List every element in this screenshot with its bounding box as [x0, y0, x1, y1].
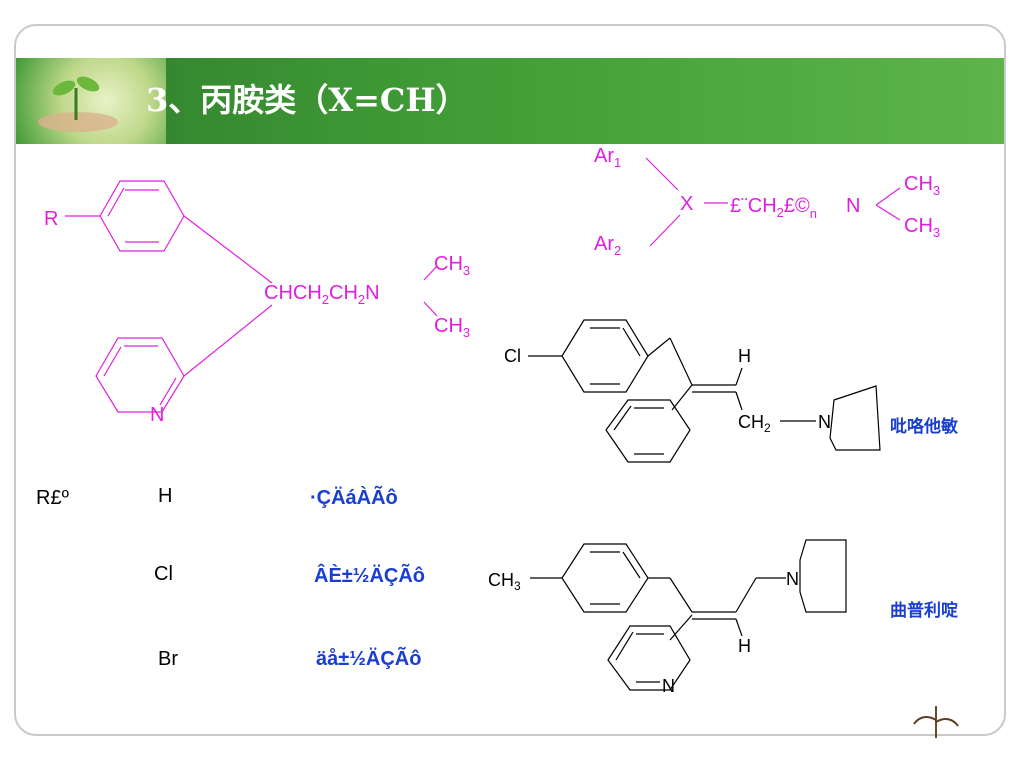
triprolidine-name: 曲普利啶 [890, 601, 958, 621]
general-chain-sub: 2 [777, 205, 784, 220]
general-n: N [846, 195, 860, 217]
chain-sub2b: 2 [358, 292, 365, 307]
page-title: 3、丙胺类（X=CH） [146, 81, 468, 119]
pyrrobutamine-cl: Cl [504, 346, 521, 366]
propylamine-chain: CHCH2CH2N [264, 282, 380, 307]
general-chain-close: £© [784, 195, 810, 217]
slide-frame: 3、丙胺类（X=CH） [14, 24, 1006, 736]
pyridine-ring-n: N [150, 404, 164, 426]
chain-ch2: CH [329, 282, 358, 304]
chain-ch: CHCH [264, 282, 322, 304]
ar2-sub: 2 [614, 243, 621, 258]
corner-plant-icon [913, 706, 959, 738]
pyridine-propylamine-structure [65, 180, 438, 413]
title-bar: 3、丙胺类（X=CH） [16, 58, 1004, 144]
substituent-h: H [158, 485, 173, 507]
x-label: X [680, 193, 693, 215]
methyl-top: CH3 [434, 253, 470, 278]
ar2-text: Ar [594, 233, 614, 255]
general-ch3-top: CH3 [904, 173, 940, 198]
general-chain-n: n [810, 206, 817, 221]
methyl-top-ch: CH [434, 253, 463, 275]
general-ch3-bottom-sub: 3 [933, 225, 940, 240]
pyrrobutamine-n: N [818, 412, 831, 432]
ar2-label: Ar2 [594, 233, 621, 258]
drug-name-brompheniramine: äå±½ÄÇÃô [316, 648, 422, 670]
general-ch3-bottom: CH3 [904, 215, 940, 240]
pyrrobutamine-structure [528, 319, 881, 463]
substituent-header: R£º [36, 487, 69, 509]
substituent-br: Br [158, 648, 178, 670]
general-ch3-bottom-text: CH [904, 215, 933, 237]
triprolidine-structure [530, 539, 847, 691]
methyl-bottom-ch: CH [434, 315, 463, 337]
pyrrobutamine-ch2: CH2 [738, 412, 771, 435]
general-chain-open: £¨CH [730, 195, 777, 217]
general-chain: £¨CH2£©n [730, 195, 817, 221]
substituent-cl: Cl [154, 563, 173, 585]
ar1-text: Ar [594, 145, 614, 167]
pyrrobutamine-ch2-text: CH [738, 412, 764, 432]
triprolidine-pyridine-n: N [662, 676, 675, 696]
methyl-bottom: CH3 [434, 315, 470, 340]
pyrrobutamine-h: H [738, 346, 751, 366]
general-formula-bonds [645, 157, 901, 247]
amine-n: N [365, 282, 379, 304]
r-group-label: R [44, 208, 58, 230]
triprolidine-ch3-text: CH [488, 570, 514, 590]
methyl-bottom-sub: 3 [463, 325, 470, 340]
triprolidine-ch3: CH3 [488, 570, 521, 593]
ar1-sub: 1 [614, 155, 621, 170]
seedling-icon [38, 76, 118, 132]
drug-name-pheniramine: ·ÇÄáÀ­Ãô [310, 487, 398, 509]
triprolidine-pyrrolidine-n: N [786, 569, 799, 589]
ar1-label: Ar1 [594, 145, 621, 170]
general-ch3-top-sub: 3 [933, 183, 940, 198]
methyl-top-sub: 3 [463, 263, 470, 278]
triprolidine-ch3-sub: 3 [514, 579, 521, 593]
triprolidine-h: H [738, 636, 751, 656]
chain-sub2a: 2 [322, 292, 329, 307]
seedling-hands-image [16, 58, 166, 144]
pyrrobutamine-name: 吡咯他敏 [890, 417, 958, 437]
general-ch3-top-text: CH [904, 173, 933, 195]
drug-name-chlorpheniramine: ÂÈ±½ÄÇÃô [314, 565, 425, 587]
pyrrobutamine-ch2-sub: 2 [764, 421, 771, 435]
